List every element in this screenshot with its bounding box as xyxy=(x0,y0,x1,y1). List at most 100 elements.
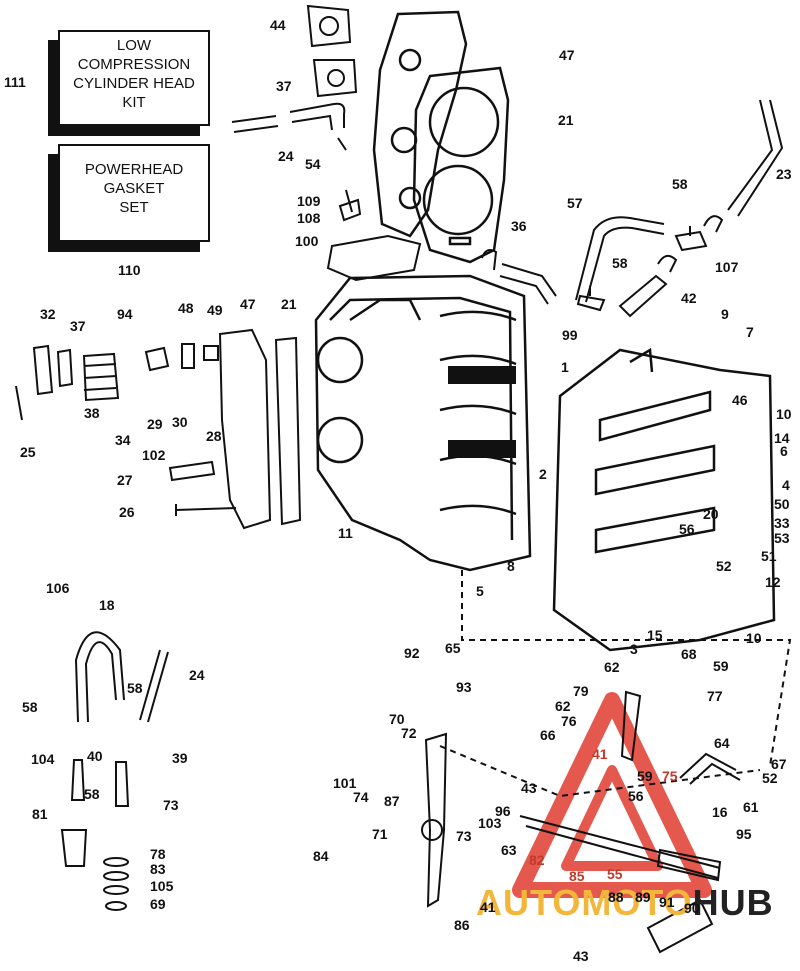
callout: 84 xyxy=(313,848,329,864)
rod-67 xyxy=(679,752,741,785)
crankcase-block xyxy=(314,274,532,572)
callout: 104 xyxy=(31,751,55,767)
callout: 23 xyxy=(776,166,792,182)
callout: 58 xyxy=(612,255,628,271)
callout: 52 xyxy=(716,558,732,574)
callout: 66 xyxy=(540,727,556,743)
callout: 109 xyxy=(297,193,321,209)
callout: 61 xyxy=(743,799,759,815)
callout: 36 xyxy=(511,218,527,234)
hose-24b xyxy=(289,102,346,131)
kit-line: GASKET xyxy=(103,180,165,197)
callout: 9 xyxy=(721,306,729,322)
callout: 41 xyxy=(480,899,496,915)
callout: 14 xyxy=(774,430,790,446)
callout: 10 xyxy=(776,406,792,422)
callout: 87 xyxy=(384,793,400,809)
callout: 4 xyxy=(782,477,790,493)
callout: 37 xyxy=(70,318,86,334)
bellows-38 xyxy=(82,352,120,402)
callout: 83 xyxy=(150,861,166,877)
tube-85 xyxy=(656,848,722,882)
callout: 78 xyxy=(150,846,166,862)
callout: 8 xyxy=(507,558,515,574)
filter-103 xyxy=(60,829,88,867)
part-32 xyxy=(32,344,54,396)
fitting-54 xyxy=(337,137,347,151)
callout: 16 xyxy=(712,804,728,820)
callout: 85 xyxy=(569,868,585,884)
callout: 101 xyxy=(333,775,357,791)
tee-99 xyxy=(576,286,606,312)
callout: 5 xyxy=(476,583,484,599)
callout: 65 xyxy=(445,640,461,656)
callout: 47 xyxy=(559,47,575,63)
kit-line: POWERHEAD xyxy=(84,161,184,178)
callout: 75 xyxy=(662,768,678,784)
callout: 11 xyxy=(338,525,353,541)
callout: 15 xyxy=(647,627,663,643)
callout: 7 xyxy=(746,324,754,340)
watermark-part1: AUTOMOTO xyxy=(476,882,693,923)
callout: 93 xyxy=(456,679,472,695)
callout: 40 xyxy=(87,748,103,764)
callout: 51 xyxy=(761,548,777,564)
throttle-arm-69 xyxy=(424,732,448,908)
hose-24c xyxy=(139,649,169,723)
callout: 37 xyxy=(276,78,292,94)
bolt-26 xyxy=(175,504,237,516)
callout: 89 xyxy=(635,889,651,905)
callout: 21 xyxy=(281,296,297,312)
callout: 94 xyxy=(117,306,133,322)
callout: 58 xyxy=(672,176,688,192)
hose-42 xyxy=(618,274,668,318)
arm-75 xyxy=(620,690,642,762)
callout: 79 xyxy=(573,683,589,699)
kit-line: LOW xyxy=(116,37,152,54)
callout: 39 xyxy=(172,750,188,766)
callout: 105 xyxy=(150,878,174,894)
callout: 90 xyxy=(684,900,700,916)
callout: 58 xyxy=(84,786,100,802)
callout: 96 xyxy=(495,803,511,819)
exhaust-gasket-21 xyxy=(274,336,302,526)
callout: 20 xyxy=(703,506,719,522)
watermark-logo: AUTOMOTOHUB xyxy=(476,882,774,924)
callout: 25 xyxy=(20,444,36,460)
kit-line: KIT xyxy=(122,94,146,111)
callout: 34 xyxy=(115,432,131,448)
dashed-link xyxy=(439,570,792,798)
callout: 6 xyxy=(780,443,788,459)
callout: 26 xyxy=(119,504,135,520)
callout: 50 xyxy=(774,496,790,512)
callout: 27 xyxy=(117,472,133,488)
callout: 28 xyxy=(206,428,222,444)
callout: 56 xyxy=(679,521,695,537)
kit-line: CYLINDER HEAD xyxy=(73,75,195,92)
callout: 86 xyxy=(454,917,470,933)
callout: 21 xyxy=(558,112,574,128)
callout: 59 xyxy=(637,768,653,784)
watermark-part2: HUB xyxy=(692,882,774,923)
callout: 73 xyxy=(456,828,472,844)
low-compression-kit-box: LOW COMPRESSION CYLINDER HEAD KIT xyxy=(58,30,210,126)
callout: 49 xyxy=(207,302,223,318)
callout: 47 xyxy=(240,296,256,312)
callout: 30 xyxy=(172,414,188,430)
callout: 102 xyxy=(142,447,166,463)
hose-24 xyxy=(231,115,279,133)
callout: 3 xyxy=(630,641,638,657)
callout: 59 xyxy=(713,658,729,674)
spark-plug-27 xyxy=(168,460,216,482)
callout: 88 xyxy=(608,889,624,905)
callout: 107 xyxy=(715,259,739,275)
part-37b xyxy=(56,348,74,388)
thermostat-cover-44 xyxy=(306,4,352,48)
callout: 2 xyxy=(539,466,547,482)
thermostat-gasket-37 xyxy=(312,59,358,98)
callout: 29 xyxy=(147,416,163,432)
sender-94 xyxy=(144,346,170,372)
hose-36 xyxy=(499,263,557,305)
callout: 81 xyxy=(32,806,48,822)
callout: 48 xyxy=(178,300,194,316)
